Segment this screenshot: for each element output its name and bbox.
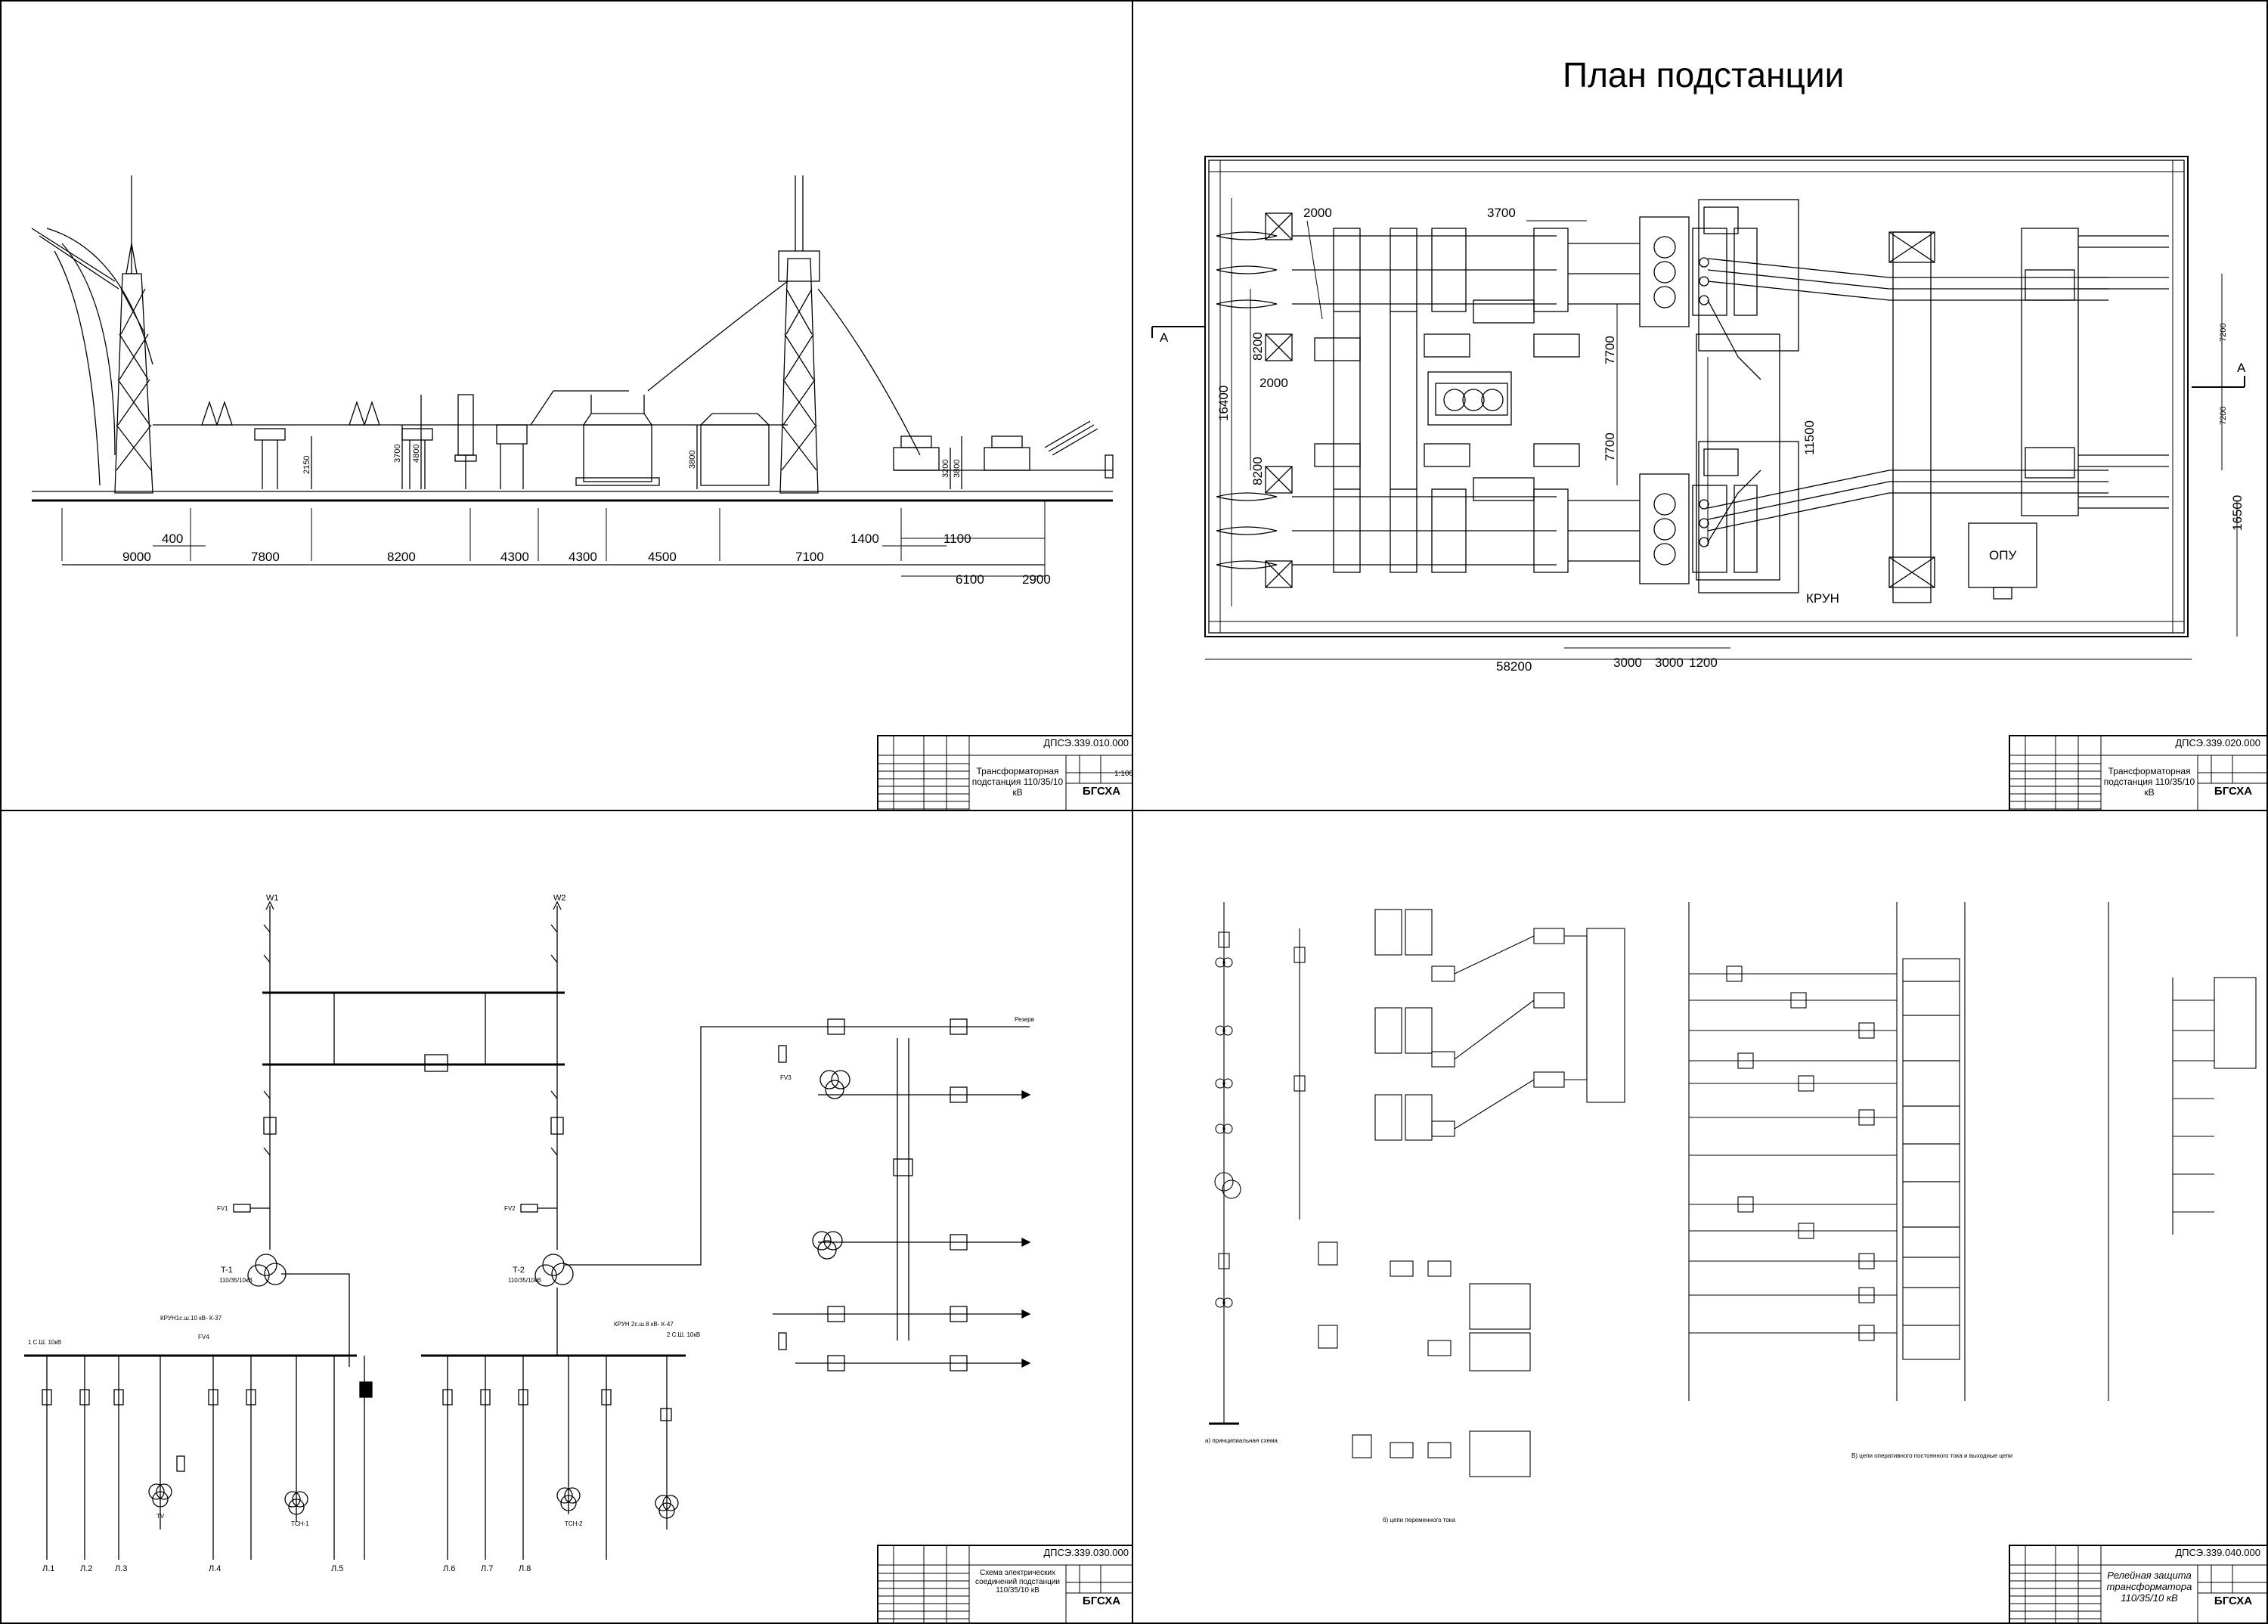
drawing-code: ДПСЭ.339.030.000 <box>1043 1547 1129 1558</box>
height-3200: 3200 <box>941 460 950 478</box>
titleblock-grid <box>878 1546 1135 1622</box>
label-t1: T-1 <box>221 1266 233 1275</box>
organization: БГСХА <box>1082 785 1121 798</box>
titleblock-sheet4: ДПСЭ.339.040.000 Релейная защита трансфо… <box>2009 1545 2266 1622</box>
sheet-section-view: 9000 7800 8200 4300 4300 4500 7100 400 1… <box>0 0 1136 814</box>
plan-dim-7700a: 7700 <box>1603 336 1617 364</box>
titleblock-grid <box>878 736 1135 813</box>
drawing-title: Схема электрических соединений подстанци… <box>974 1569 1061 1595</box>
plan-title: План подстанции <box>1563 55 1845 95</box>
height-3700: 3700 <box>393 445 402 463</box>
height-3800a: 3800 <box>688 451 697 469</box>
dim-1100: 1100 <box>943 532 971 546</box>
label-tsn1: ТСН-1 <box>291 1520 309 1527</box>
plan-dim-8200b: 8200 <box>1250 457 1265 485</box>
titleblock-sheet1: ДПСЭ.339.010.000 Трансформаторная подста… <box>877 735 1135 813</box>
plan-dim-7700b: 7700 <box>1603 432 1617 461</box>
feeder-8: Л.8 <box>519 1564 531 1573</box>
label-tv: TV <box>156 1513 165 1520</box>
plan-dim-16400: 16400 <box>1216 386 1231 421</box>
plan-dim-3000a: 3000 <box>1613 655 1642 670</box>
sheet-substation-plan: План подстанции <box>1132 0 2268 814</box>
label-bus1: 1 С.Ш. 10кВ <box>28 1339 61 1346</box>
plan-dim-7200b: 7200 <box>2219 407 2228 425</box>
plan-dim-1200: 1200 <box>1689 655 1718 670</box>
dim-7800: 7800 <box>251 550 280 564</box>
dim-1400: 1400 <box>850 532 879 546</box>
drawing-scale: 1:100 <box>1114 770 1134 778</box>
label-t2-rating: 110/35/10кВ <box>508 1277 541 1284</box>
plan-dim-2000b: 2000 <box>1259 376 1288 390</box>
section-mark-right: A <box>2237 361 2246 375</box>
organization: БГСХА <box>1082 1595 1121 1607</box>
titleblock-grid <box>2010 1546 2266 1622</box>
dim-4300b: 4300 <box>569 550 597 564</box>
section-mark-left: A <box>1160 330 1169 345</box>
feeder-1: Л.1 <box>42 1564 54 1573</box>
organization: БГСХА <box>2214 1595 2253 1607</box>
plan-dim-8200a: 8200 <box>1250 332 1265 361</box>
drawing-code: ДПСЭ.339.020.000 <box>2175 737 2260 748</box>
plan-dim-58200: 58200 <box>1496 659 1532 674</box>
titleblock-grid <box>2010 736 2266 813</box>
plan-dim-2000a: 2000 <box>1303 206 1332 220</box>
label-t2: T-2 <box>513 1266 525 1275</box>
dim-400: 400 <box>162 532 183 546</box>
drawing-title: Трансформаторная подстанция 110/35/10 кВ <box>971 766 1064 798</box>
sheet-relay-protection: а) принципиальная схема б) цепи переменн… <box>1132 810 2268 1624</box>
label-fv4: FV4 <box>198 1334 209 1340</box>
section-drawing: 9000 7800 8200 4300 4300 4500 7100 400 1… <box>31 175 1114 587</box>
label-fv2: FV2 <box>504 1205 516 1212</box>
dim-4500: 4500 <box>648 550 677 564</box>
opu-label: ОПУ <box>1989 548 2016 563</box>
label-t1-rating: 110/35/10кВ <box>219 1277 253 1284</box>
feeder-3: Л.3 <box>115 1564 127 1573</box>
plan-dim-11500: 11500 <box>1802 420 1817 455</box>
label-w1: W1 <box>266 894 279 903</box>
drawing-code: ДПСЭ.339.040.000 <box>2175 1547 2260 1558</box>
height-4800: 4800 <box>412 445 421 463</box>
label-krun1: КРУН1с.ш.10 кВ- К-37 <box>160 1315 222 1322</box>
label-krun2: КРУН 2с.ш.8 кВ- К-47 <box>614 1321 674 1328</box>
dim-4300a: 4300 <box>500 550 529 564</box>
caption-left: а) принципиальная схема <box>1205 1437 1278 1444</box>
label-fv3: FV3 <box>780 1074 792 1081</box>
dim-9000: 9000 <box>122 550 151 564</box>
organization: БГСХА <box>2214 785 2253 798</box>
titleblock-sheet2: ДПСЭ.339.020.000 Трансформаторная подста… <box>2009 735 2266 813</box>
label-bus2: 2 С.Ш. 10кВ <box>667 1331 700 1338</box>
feeder-6: Л.6 <box>443 1564 455 1573</box>
relay-drawing: а) принципиальная схема б) цепи переменн… <box>1205 902 2257 1523</box>
feeder-7: Л.7 <box>481 1564 493 1573</box>
caption-bottom-right: В) цепи оперативного постоянного тока и … <box>1851 1452 2012 1459</box>
label-tsn2: ТСН-2 <box>565 1520 583 1527</box>
caption-bottom-left: б) цепи переменного тока <box>1383 1517 1455 1523</box>
drawing-code: ДПСЭ.339.010.000 <box>1043 737 1129 748</box>
plan-dim-7200a: 7200 <box>2219 324 2228 342</box>
label-w2: W2 <box>553 894 566 903</box>
label-reserve: Резерв <box>1015 1016 1034 1023</box>
feeder-2: Л.2 <box>80 1564 92 1573</box>
plan-dim-16500: 16500 <box>2230 495 2245 531</box>
plan-drawing: 2000 3700 2000 8200 16400 8200 7700 7700… <box>1151 156 2246 674</box>
dim-7100: 7100 <box>795 550 824 564</box>
sheet-single-line-diagram: W1 W2 T-1 110/35/10кВ T-2 110/35/10кВ КР… <box>0 810 1136 1624</box>
feeder-4: Л.4 <box>209 1564 221 1573</box>
dim-2900: 2900 <box>1022 572 1051 587</box>
titleblock-sheet3: ДПСЭ.339.030.000 Схема электрических сое… <box>877 1545 1135 1622</box>
drawing-title: Трансформаторная подстанция 110/35/10 кВ <box>2103 766 2195 798</box>
height-3800b: 3800 <box>953 460 962 478</box>
plan-dim-3700: 3700 <box>1487 206 1516 220</box>
drawing-title: Релейная защита трансформатора 110/35/10… <box>2106 1570 2192 1604</box>
height-2150: 2150 <box>302 456 311 474</box>
single-line-drawing: W1 W2 T-1 110/35/10кВ T-2 110/35/10кВ КР… <box>24 894 1034 1573</box>
feeder-5: Л.5 <box>331 1564 343 1573</box>
krun-label: КРУН <box>1806 591 1839 606</box>
dim-6100: 6100 <box>956 572 984 587</box>
dim-8200: 8200 <box>387 550 416 564</box>
plan-dim-3000b: 3000 <box>1655 655 1684 670</box>
label-fv1: FV1 <box>217 1205 228 1212</box>
